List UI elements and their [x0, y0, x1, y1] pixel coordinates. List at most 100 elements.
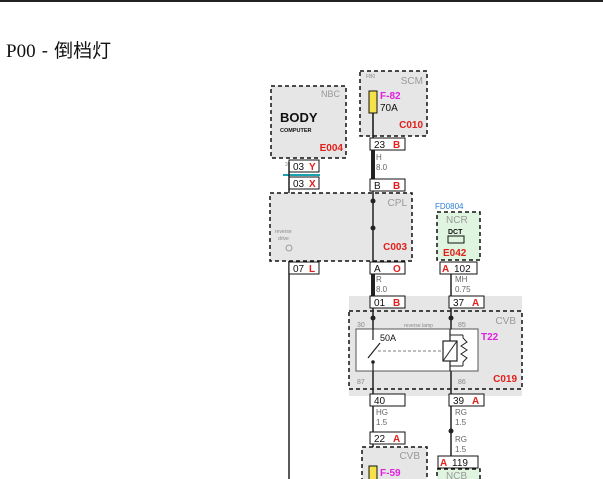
pin-number: 01: [374, 298, 386, 309]
pin-86-label: 86: [458, 379, 466, 386]
ncr-label: DCT: [448, 229, 463, 236]
pin-letter: A: [472, 396, 479, 407]
relay-box: [355, 328, 479, 372]
scm-name: SCM: [401, 76, 423, 87]
pin-number: B: [374, 181, 381, 192]
ncr-code: FD0804: [435, 202, 464, 211]
pin-number: 07: [293, 264, 305, 275]
wire-hg-size: 1.5: [376, 418, 388, 427]
nbc-module[interactable]: NBC BODY COMPUTER E004: [270, 85, 347, 159]
ncr-pin-102[interactable]: A 102: [439, 261, 478, 275]
nbc-label1: BODY: [280, 110, 318, 125]
pin-number: 39: [453, 396, 465, 407]
ncb-pin-119[interactable]: A 119: [437, 455, 479, 469]
cpl-name: CPL: [388, 198, 408, 209]
pin-number: 22: [374, 434, 386, 445]
scm-pin-23b[interactable]: 23 B: [369, 137, 406, 151]
cpl-side-text1: reverse: [275, 229, 292, 235]
cvb-name: CVB: [495, 316, 516, 327]
nbc-pin-03y[interactable]: 03 Y: [288, 159, 320, 173]
cpl-pin-b[interactable]: B B: [369, 178, 406, 192]
pin-number: 119: [452, 458, 468, 469]
scm-small-label: FB0: [366, 74, 375, 80]
pin-number: 03: [293, 162, 305, 173]
cpl-side-text2: drive: [278, 236, 289, 242]
pin-letter: B: [393, 181, 400, 192]
pin-number: 03: [293, 179, 305, 190]
cvb2-name: CVB: [399, 451, 420, 462]
cpl-connector: C003: [383, 242, 407, 253]
cpl-module[interactable]: CPL reverse drive C003: [269, 192, 413, 262]
pin-letter: L: [309, 264, 315, 275]
pin-letter: O: [393, 264, 401, 275]
pin-85-label: 85: [458, 322, 466, 329]
pin-letter: B: [393, 140, 400, 151]
ncb-module[interactable]: NCB: [436, 468, 481, 479]
ncr-connector: E042: [443, 248, 467, 259]
pin-87-label: 87: [357, 379, 365, 386]
nbc-small-label: 37: [285, 162, 291, 168]
fuse-icon: [368, 90, 378, 114]
wire-r-size: 8.0: [376, 285, 388, 294]
top-rule: [0, 0, 603, 2]
pin-number: A: [374, 264, 381, 275]
fuse-icon: [368, 465, 378, 479]
pin-number: 40: [374, 396, 386, 407]
pin-letter: Y: [309, 162, 316, 173]
pin-letter: B: [393, 298, 400, 309]
cvb2-module[interactable]: CVB F-59: [361, 446, 428, 479]
title-text: 倒档灯: [54, 40, 112, 62]
cvb-relay-id: T22: [481, 332, 499, 343]
nbc-label2: COMPUTER: [280, 128, 312, 134]
nbc-connector: E004: [320, 143, 344, 154]
pin-number: 102: [454, 264, 471, 275]
nbc-pin-03x[interactable]: 03 X: [288, 176, 320, 190]
wire-hg-code: HG: [376, 408, 388, 417]
cvb-pin-40[interactable]: 40: [369, 393, 406, 407]
pin-30-label: 30: [357, 322, 365, 329]
page-title: P00 - 倒档灯: [6, 36, 111, 63]
pin-letter: A: [442, 264, 449, 275]
ncr-module[interactable]: NCR DCT E042: [436, 211, 481, 261]
title-separator: -: [41, 40, 49, 62]
wire-h-code: H: [376, 153, 382, 162]
cvb-pin-01b[interactable]: 01 B: [369, 295, 406, 309]
scm-module[interactable]: SCM FB0 F-82 70A C010: [359, 70, 428, 137]
cvb-pin-39a[interactable]: 39 A: [448, 393, 485, 407]
cvb-rating: 50A: [380, 333, 396, 343]
ncb-name: NCB: [446, 471, 467, 479]
pin-letter: A: [440, 458, 447, 469]
wire-h-size: 8.0: [376, 163, 388, 172]
pin-number: 37: [453, 298, 465, 309]
ground-icon: [285, 244, 293, 252]
pin-letter: A: [393, 434, 400, 445]
wire-mh-code: MH: [455, 275, 468, 284]
scm-fuse-id: F-82: [380, 91, 401, 102]
cvb2-fuse-id: F-59: [380, 468, 401, 479]
ncr-name: NCR: [446, 215, 468, 226]
wire-rg2-size: 1.5: [455, 445, 467, 454]
cvb-module[interactable]: CVB T22 C019 reverse lamp 30 85 87 86 50…: [348, 310, 523, 390]
wire-mh-size: 0.75: [455, 285, 471, 294]
pin-number: 23: [374, 140, 386, 151]
cvb-small-text: reverse lamp: [404, 323, 433, 329]
resistor-icon: [460, 337, 468, 363]
pin-letter: X: [309, 179, 316, 190]
scm-fuse-rating: 70A: [380, 103, 398, 114]
relay-switch-icon: [367, 342, 381, 359]
pin-letter: A: [472, 298, 479, 309]
wire-rg-code: RG: [455, 408, 467, 417]
scm-connector: C010: [399, 120, 423, 131]
wire-rg-size: 1.5: [455, 418, 467, 427]
dct-icon: [447, 235, 465, 244]
title-code: P00: [6, 41, 36, 62]
nbc-name: NBC: [321, 89, 341, 99]
cvb-connector: C019: [493, 374, 517, 385]
cpl-pin-ao[interactable]: A O: [369, 261, 406, 275]
wire-r-code: R: [376, 275, 382, 284]
cvb-pin-37a[interactable]: 37 A: [448, 295, 485, 309]
wire-rg2-code: RG: [455, 435, 467, 444]
cvb2-pin-22a[interactable]: 22 A: [369, 431, 406, 445]
cpl-pin-07l[interactable]: 07 L: [288, 261, 320, 275]
